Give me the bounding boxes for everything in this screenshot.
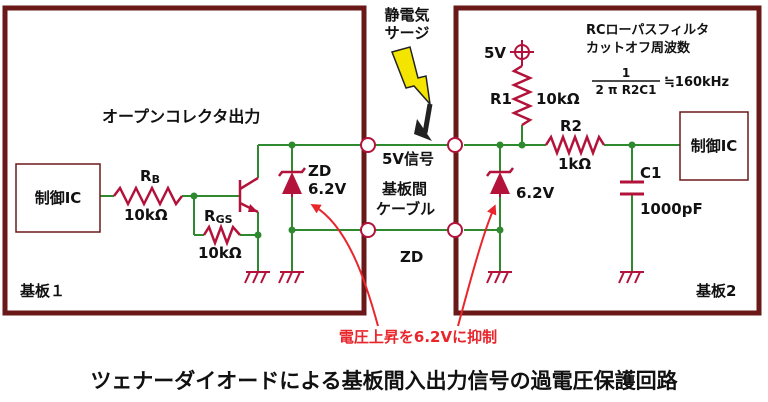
board-1-outline xyxy=(2,5,367,316)
zd-right-value: 6.2V xyxy=(516,184,555,202)
junction-dots xyxy=(190,141,636,239)
rc-cutoff-title: カットオフ周波数 xyxy=(586,40,691,56)
board-2-outline xyxy=(453,5,762,316)
lightning-icon xyxy=(391,46,432,107)
connector-b2-top xyxy=(447,137,463,153)
resistor-r2 xyxy=(544,133,606,157)
board-1-label: 基板１ xyxy=(19,282,65,300)
rgs-label: RGS xyxy=(204,207,233,226)
vcc-5v-label: 5V xyxy=(484,44,506,62)
zd-left-value: 6.2V xyxy=(308,180,347,198)
static-surge-label-1: 静電気 xyxy=(384,6,429,24)
main-title: ツェナーダイオードによる基板間入出力信号の過電圧保護回路 xyxy=(90,369,678,393)
ground-icon xyxy=(618,271,644,284)
ctrl-ic-right-box xyxy=(679,111,749,181)
rb-label: RB xyxy=(140,167,160,186)
ground-icon xyxy=(278,271,304,284)
connector-b1-bottom xyxy=(360,222,376,238)
r2-label: R2 xyxy=(560,117,582,135)
rgs-value: 10kΩ xyxy=(198,244,242,262)
formula-result: ≒160kHz xyxy=(664,75,729,90)
r1-label: R1 xyxy=(490,90,512,108)
clamp-arrows xyxy=(310,203,497,327)
open-collector-label: オープンコレクタ出力 xyxy=(102,107,260,126)
r2-value: 1kΩ xyxy=(558,155,591,173)
r1-value: 10kΩ xyxy=(536,90,580,108)
cable-label-2: ケーブル xyxy=(376,200,435,218)
rb-value: 10kΩ xyxy=(124,206,168,224)
zd-middle-label: ZD xyxy=(400,248,423,266)
board-2-wiring xyxy=(464,125,680,272)
board-2-label: 基板2 xyxy=(695,282,736,300)
ctrl-ic-right-label: 制御IC xyxy=(691,137,738,155)
resistor-r1 xyxy=(510,64,534,127)
ground-icon xyxy=(486,271,512,284)
npn-transistor xyxy=(238,176,259,214)
connector-b2-bottom xyxy=(447,222,463,238)
resistor-rgs xyxy=(202,223,241,247)
signal-5v-label: 5V信号 xyxy=(382,150,434,168)
zd-left-label: ZD xyxy=(308,162,331,180)
zener-diode-left xyxy=(278,167,306,197)
rb-subscript: B xyxy=(152,173,160,186)
clamp-note: 電圧上昇を6.2Vに抑制 xyxy=(339,328,497,346)
capacitor-c1 xyxy=(620,180,644,196)
formula-numerator: 1 xyxy=(622,66,630,80)
formula-denominator: 2 π R2C1 xyxy=(596,83,657,97)
ctrl-ic-left-box xyxy=(15,163,101,233)
cable-label-1: 基板間 xyxy=(381,180,427,198)
rgs-subscript: GS xyxy=(216,213,233,226)
connector-b1-top xyxy=(360,137,376,153)
static-surge-label-2: サージ xyxy=(385,24,430,42)
c1-value: 1000pF xyxy=(640,200,703,218)
zener-diode-right xyxy=(486,167,514,197)
resistor-rb xyxy=(113,185,183,207)
c1-label: C1 xyxy=(640,164,661,182)
ctrl-ic-left-label: 制御IC xyxy=(35,189,82,207)
ground-icon xyxy=(244,271,270,284)
rc-filter-title: RCローパスフィルタ xyxy=(586,23,709,38)
inter-board-cable xyxy=(372,144,448,231)
board-1-wiring xyxy=(100,144,364,272)
